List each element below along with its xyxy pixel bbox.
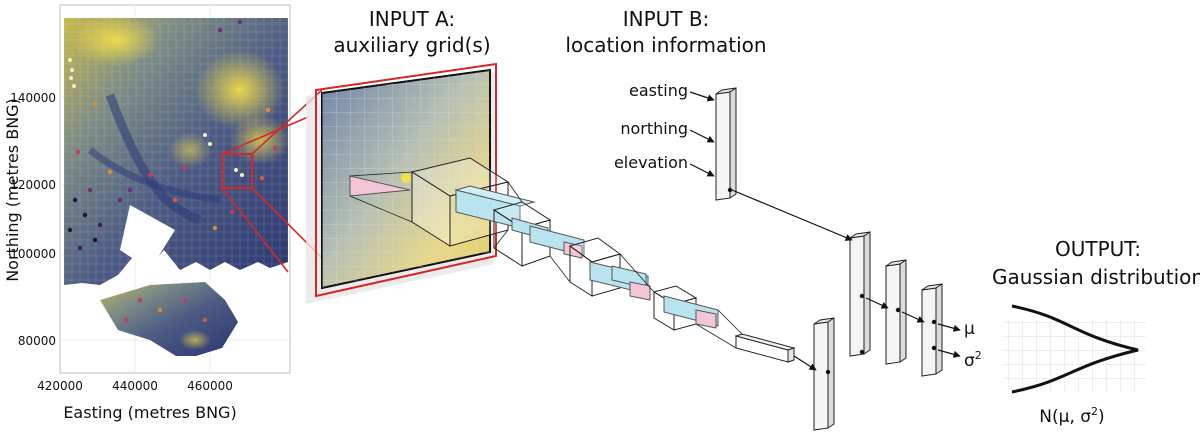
map-x-axis-label: Easting (metres BNG) xyxy=(63,403,236,422)
xtick-420000: 420000 xyxy=(37,379,83,393)
map-highlight-box xyxy=(221,153,253,189)
dense-column-4 xyxy=(921,283,943,377)
feature-map-4 xyxy=(663,295,719,329)
station-points xyxy=(67,19,278,323)
feature-map-1 xyxy=(454,185,536,229)
conv-block-3 xyxy=(568,237,622,297)
gaussian-curve xyxy=(1011,304,1139,394)
feature-map-3 xyxy=(589,261,651,301)
dense-column-1 xyxy=(813,317,835,431)
arrow-nodes xyxy=(727,187,937,375)
input-b-vector xyxy=(715,87,737,201)
ytick-80000: 80000 xyxy=(18,334,56,348)
output-subtitle: Gaussian distribution xyxy=(992,265,1200,289)
xtick-440000: 440000 xyxy=(112,379,158,393)
pooling-pyramid-1 xyxy=(349,175,411,197)
dense-column-3 xyxy=(885,259,907,365)
label-elevation: elevation xyxy=(614,153,688,172)
label-sigma: σ2 xyxy=(964,349,982,371)
flow-arrows xyxy=(689,91,961,371)
dense-layers xyxy=(813,231,943,431)
dense-column-2 xyxy=(849,231,871,357)
input-a-title: INPUT A: xyxy=(369,7,455,31)
label-easting: easting xyxy=(629,81,688,100)
input-a-subtitle: auxiliary grid(s) xyxy=(333,33,490,57)
ytick-140000: 140000 xyxy=(10,91,56,105)
label-mu: μ xyxy=(964,319,975,339)
output-distribution-plot xyxy=(1002,304,1146,394)
ytick-120000: 120000 xyxy=(10,178,56,192)
input-b-subtitle: location information xyxy=(565,33,766,57)
output-formula: N(μ, σ2) xyxy=(1039,405,1104,427)
cnn-layers xyxy=(349,157,796,363)
map-y-axis-label: Northing (metres BNG) xyxy=(3,98,22,282)
elevation-map-panel: 80000 100000 120000 140000 420000 440000… xyxy=(3,4,291,422)
feature-map-2 xyxy=(529,225,585,259)
grid-highlight-frame xyxy=(315,62,497,298)
ytick-100000: 100000 xyxy=(10,247,56,261)
label-northing: northing xyxy=(620,119,688,138)
grid-target-point xyxy=(401,173,411,183)
input-b-title: INPUT B: xyxy=(623,7,710,31)
layer-connectors xyxy=(349,171,743,349)
output-title: OUTPUT: xyxy=(1055,237,1141,261)
output-plot-grid xyxy=(1002,320,1146,392)
xtick-460000: 460000 xyxy=(187,379,233,393)
flatten-bar xyxy=(734,333,796,363)
